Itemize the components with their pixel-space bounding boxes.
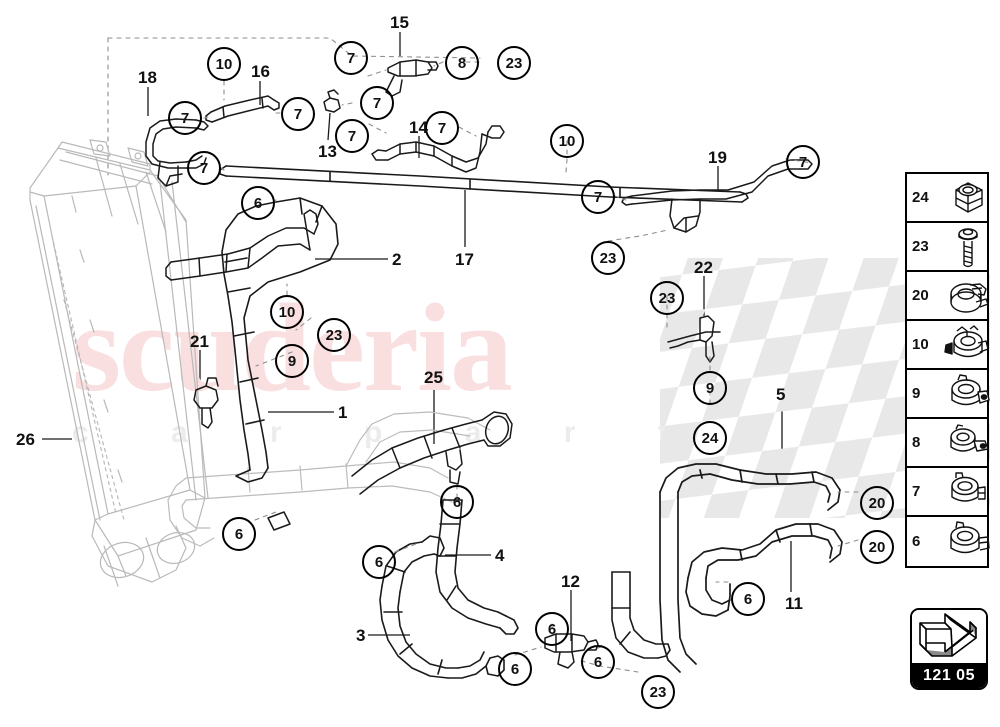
- legend-number: 7: [912, 483, 921, 500]
- callout-23[interactable]: 23: [650, 281, 684, 315]
- callout-8[interactable]: 8: [445, 46, 479, 80]
- legend-number: 8: [912, 434, 921, 451]
- legend-number: 10: [912, 336, 929, 353]
- arrow-3d-icon: [912, 610, 986, 663]
- legend-row-23: 23: [907, 223, 987, 272]
- legend-row-6: 6: [907, 517, 990, 566]
- callout-20[interactable]: 20: [860, 486, 894, 520]
- part-label-13[interactable]: 13: [318, 142, 337, 161]
- lock-nut-icon: [940, 174, 987, 221]
- part-label-26[interactable]: 26: [16, 430, 35, 449]
- part-label-12[interactable]: 12: [561, 572, 580, 591]
- callout-23[interactable]: 23: [591, 241, 625, 275]
- part-label-15[interactable]: 15: [390, 13, 409, 32]
- callout-7[interactable]: 7: [581, 180, 615, 214]
- quick-connector-clamp-icon: [940, 321, 989, 368]
- part-label-22[interactable]: 22: [694, 258, 713, 277]
- callout-7[interactable]: 7: [281, 97, 315, 131]
- callout-7[interactable]: 7: [168, 101, 202, 135]
- legend-number: 23: [912, 238, 929, 255]
- legend-row-8: 8: [907, 419, 989, 468]
- callout-9[interactable]: 9: [275, 344, 309, 378]
- hose-clamp-small-icon: [940, 419, 989, 466]
- badge-code-text: 121 05: [912, 663, 986, 688]
- parts-legend-panel: 24 23 20 10 9: [905, 172, 990, 568]
- callout-6[interactable]: 6: [581, 645, 615, 679]
- part-label-16[interactable]: 16: [251, 62, 270, 81]
- callout-10[interactable]: 10: [207, 47, 241, 81]
- spring-clamp-icon: [940, 272, 989, 319]
- part-label-2[interactable]: 2: [392, 250, 402, 269]
- legend-row-24: 24: [907, 174, 987, 223]
- legend-row-7: 7: [907, 468, 987, 517]
- callout-10[interactable]: 10: [270, 295, 304, 329]
- callout-20[interactable]: 20: [860, 530, 894, 564]
- callout-6[interactable]: 6: [535, 612, 569, 646]
- callout-6[interactable]: 6: [222, 517, 256, 551]
- callout-23[interactable]: 23: [317, 318, 351, 352]
- legend-number: 24: [912, 189, 929, 206]
- part-label-4[interactable]: 4: [495, 546, 505, 565]
- callout-6[interactable]: 6: [241, 186, 275, 220]
- hose-clamp-icon: [940, 370, 990, 417]
- legend-row-10: 10: [907, 321, 989, 370]
- callout-6[interactable]: 6: [498, 652, 532, 686]
- callout-7[interactable]: 7: [334, 41, 368, 75]
- callout-23[interactable]: 23: [641, 675, 675, 709]
- legend-number: 6: [912, 533, 921, 550]
- part-label-3[interactable]: 3: [356, 626, 366, 645]
- part-label-11[interactable]: 11: [785, 594, 803, 613]
- legend-number: 20: [912, 287, 929, 304]
- callout-7[interactable]: 7: [335, 119, 369, 153]
- callout-10[interactable]: 10: [550, 124, 584, 158]
- legend-row-9: 9: [907, 370, 990, 419]
- callout-7[interactable]: 7: [786, 145, 820, 179]
- callout-6[interactable]: 6: [440, 485, 474, 519]
- callout-6[interactable]: 6: [731, 582, 765, 616]
- hose-clamp-band-icon: [940, 468, 987, 515]
- part-label-19[interactable]: 19: [708, 148, 727, 167]
- callout-24[interactable]: 24: [693, 421, 727, 455]
- legend-row-20: 20: [907, 272, 989, 321]
- part-label-17[interactable]: 17: [455, 250, 474, 269]
- callout-7[interactable]: 7: [187, 151, 221, 185]
- callout-7[interactable]: 7: [425, 111, 459, 145]
- part-label-21[interactable]: 21: [190, 332, 209, 351]
- legend-number: 9: [912, 385, 921, 402]
- hose-clamp-wide-icon: [940, 517, 990, 566]
- part-label-25[interactable]: 25: [424, 368, 443, 387]
- part-label-18[interactable]: 18: [138, 68, 157, 87]
- callout-9[interactable]: 9: [693, 371, 727, 405]
- callout-23[interactable]: 23: [497, 46, 531, 80]
- part-label-1[interactable]: 1: [338, 403, 348, 422]
- diagram-code-badge: 121 05: [910, 608, 988, 690]
- part-label-5[interactable]: 5: [776, 385, 786, 404]
- callout-7[interactable]: 7: [360, 86, 394, 120]
- callout-6[interactable]: 6: [362, 545, 396, 579]
- flange-bolt-icon: [940, 223, 987, 270]
- part-label-14[interactable]: 14: [409, 118, 428, 137]
